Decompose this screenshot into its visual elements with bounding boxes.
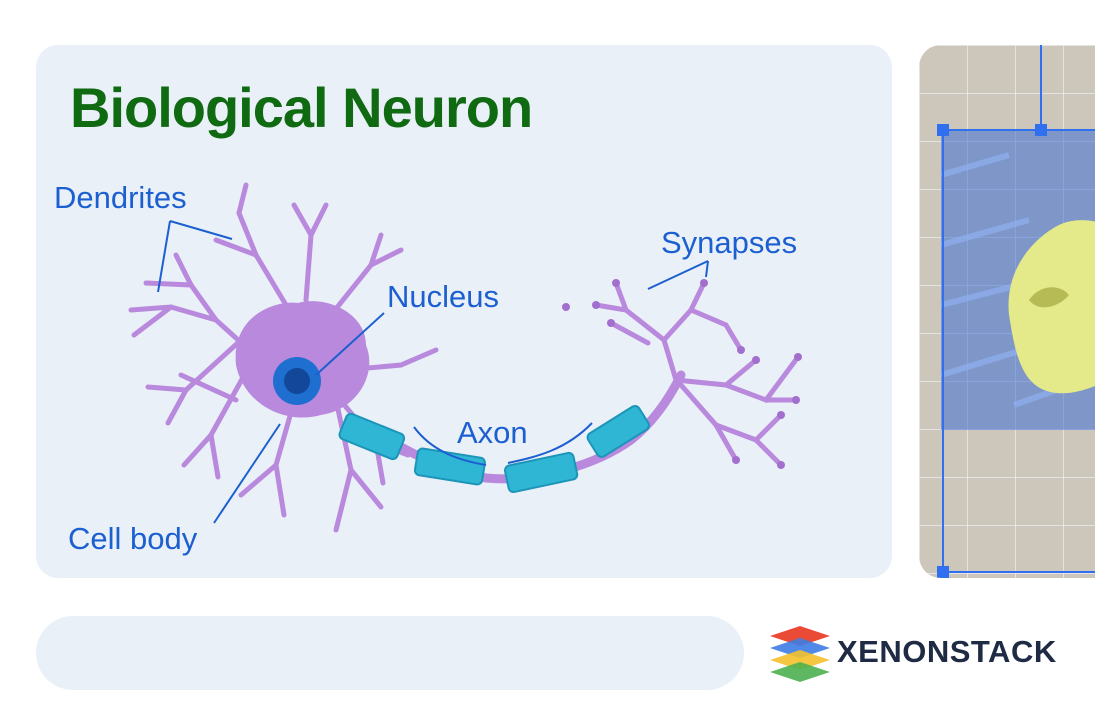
axon-terminals <box>593 280 801 468</box>
brand-name: XENONSTACK <box>837 634 1057 669</box>
neuron-diagram-panel: Dendrites Nucleus Synapses Axon Cell bod… <box>36 45 892 578</box>
brand: XENONSTACK <box>768 618 1078 684</box>
grid-illustration <box>919 45 1095 578</box>
nucleus <box>273 357 321 405</box>
leader-lines <box>157 220 709 524</box>
caption-bar <box>36 616 744 690</box>
synapses-label: Synapses <box>661 225 797 260</box>
synapse-dots <box>562 279 802 469</box>
cell-body-label: Cell body <box>68 521 198 556</box>
axon-label: Axon <box>457 415 528 450</box>
layered-stack-icon <box>770 626 830 682</box>
myelin-sheath <box>338 404 650 494</box>
dendrites-label: Dendrites <box>54 180 187 215</box>
page-title: Biological Neuron <box>70 76 533 139</box>
side-image-card <box>919 45 1095 578</box>
neuron-diagram: Dendrites Nucleus Synapses Axon Cell bod… <box>54 180 802 556</box>
nucleus-label: Nucleus <box>387 279 499 314</box>
